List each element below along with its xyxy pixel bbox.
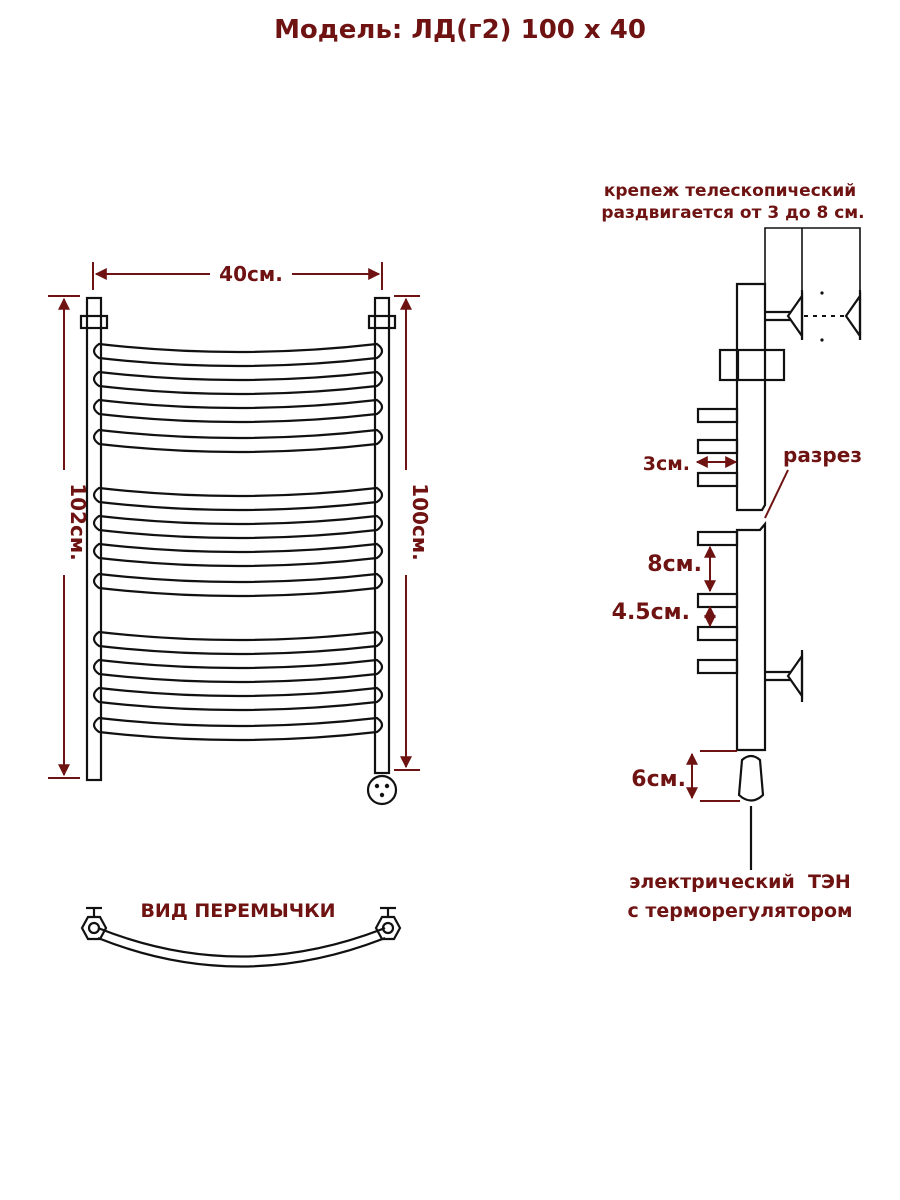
top-wall-mount bbox=[765, 290, 862, 342]
lower-stubs bbox=[696, 530, 739, 675]
jumper-arc-inner bbox=[97, 936, 386, 968]
towel-bar bbox=[92, 542, 384, 568]
upper-stubs bbox=[696, 407, 739, 488]
offset-label: 3см. bbox=[643, 453, 690, 475]
jumper-arc-outer bbox=[97, 926, 386, 958]
jumper-right-fitting bbox=[374, 906, 402, 941]
left-top-cap bbox=[79, 314, 109, 330]
towel-bar bbox=[92, 370, 384, 396]
spacing-large-label: 8см. bbox=[647, 552, 702, 577]
right-upright bbox=[373, 296, 391, 775]
cut-leader-line bbox=[764, 469, 789, 519]
heater-note-line2: с терморегулятором bbox=[627, 900, 852, 922]
mount-note-line1: крепеж телескопический bbox=[604, 181, 856, 201]
side-view: крепеж телескопический раздвигается от 3… bbox=[601, 181, 864, 922]
page-title: Модель: ЛД(г2) 100 х 40 bbox=[274, 15, 646, 45]
cut-label: разрез bbox=[783, 443, 862, 467]
towel-bar bbox=[92, 486, 384, 512]
towel-bar bbox=[92, 398, 384, 424]
bottom-wall-mount bbox=[765, 650, 804, 702]
towel-bar bbox=[92, 342, 384, 368]
front-view: 40см. 102см. 100см. bbox=[48, 262, 432, 806]
height-total-label: 102см. bbox=[66, 483, 90, 561]
heater-connector bbox=[366, 774, 398, 806]
jumper-left-fitting bbox=[80, 906, 108, 941]
heater-note-line1: электрический ТЭН bbox=[629, 871, 851, 893]
upper-post bbox=[735, 282, 767, 512]
telescopic-bracket-line bbox=[764, 227, 861, 290]
spacing-small-label: 4.5см. bbox=[612, 600, 690, 625]
height-axis-label: 100см. bbox=[408, 483, 432, 561]
jumper-view: ВИД ПЕРЕМЫЧКИ bbox=[80, 900, 402, 968]
front-bars bbox=[92, 342, 384, 742]
towel-bar bbox=[92, 572, 384, 598]
jumper-label: ВИД ПЕРЕМЫЧКИ bbox=[140, 900, 335, 922]
right-top-cap bbox=[367, 314, 397, 330]
left-upright bbox=[85, 296, 103, 782]
heater-element bbox=[737, 754, 765, 870]
towel-bar bbox=[92, 514, 384, 540]
towel-bar bbox=[92, 686, 384, 712]
heater-gap-label: 6см. bbox=[631, 767, 686, 792]
towel-bar bbox=[92, 428, 384, 454]
mount-note-line2: раздвигается от 3 до 8 см. bbox=[601, 203, 864, 223]
towel-bar bbox=[92, 716, 384, 742]
lower-post bbox=[735, 520, 767, 752]
clamp-block bbox=[718, 348, 786, 382]
towel-bar bbox=[92, 658, 384, 684]
towel-bar bbox=[92, 630, 384, 656]
width-label: 40см. bbox=[219, 262, 283, 286]
